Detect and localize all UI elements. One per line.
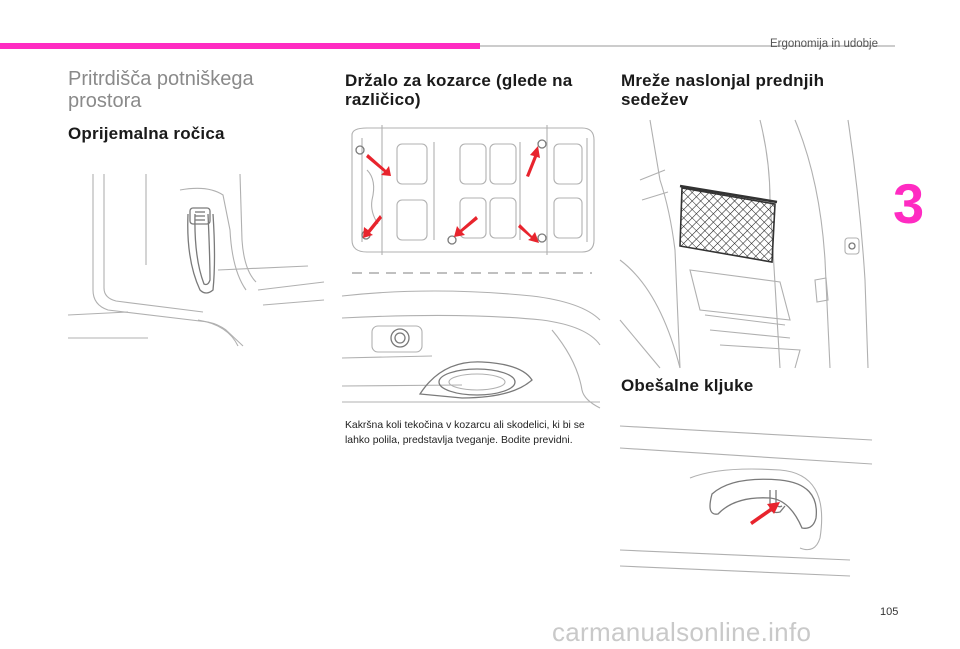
chapter-number: 3 <box>893 172 925 235</box>
watermark: carmanualsonline.info <box>552 617 812 647</box>
grab-handle-illustration <box>67 173 325 347</box>
section-title: Pritrdišča potniškega prostora <box>68 68 254 112</box>
heading-coat-hooks: Obešalne kljuke <box>621 376 754 395</box>
accent-bar <box>0 43 480 49</box>
heading-seat-nets: Mreže naslonjal prednjih sedežev <box>621 71 825 109</box>
coat-hook-illustration <box>619 425 873 577</box>
chapter-header: Ergonomija in udobje <box>769 38 878 50</box>
caution-note: Kakršna koli tekočina v kozarcu ali skod… <box>345 420 585 446</box>
heading-cup-holder: Držalo za kozarce (glede na različico) <box>345 71 573 109</box>
seat-net-illustration <box>619 119 869 369</box>
cup-holder-illustration <box>341 290 601 409</box>
header-rule <box>480 45 895 47</box>
page-number: 105 <box>880 606 899 618</box>
heading-grab-handle: Oprijemalna ročica <box>68 124 225 143</box>
cup-holder-layout-illustration <box>351 125 595 274</box>
